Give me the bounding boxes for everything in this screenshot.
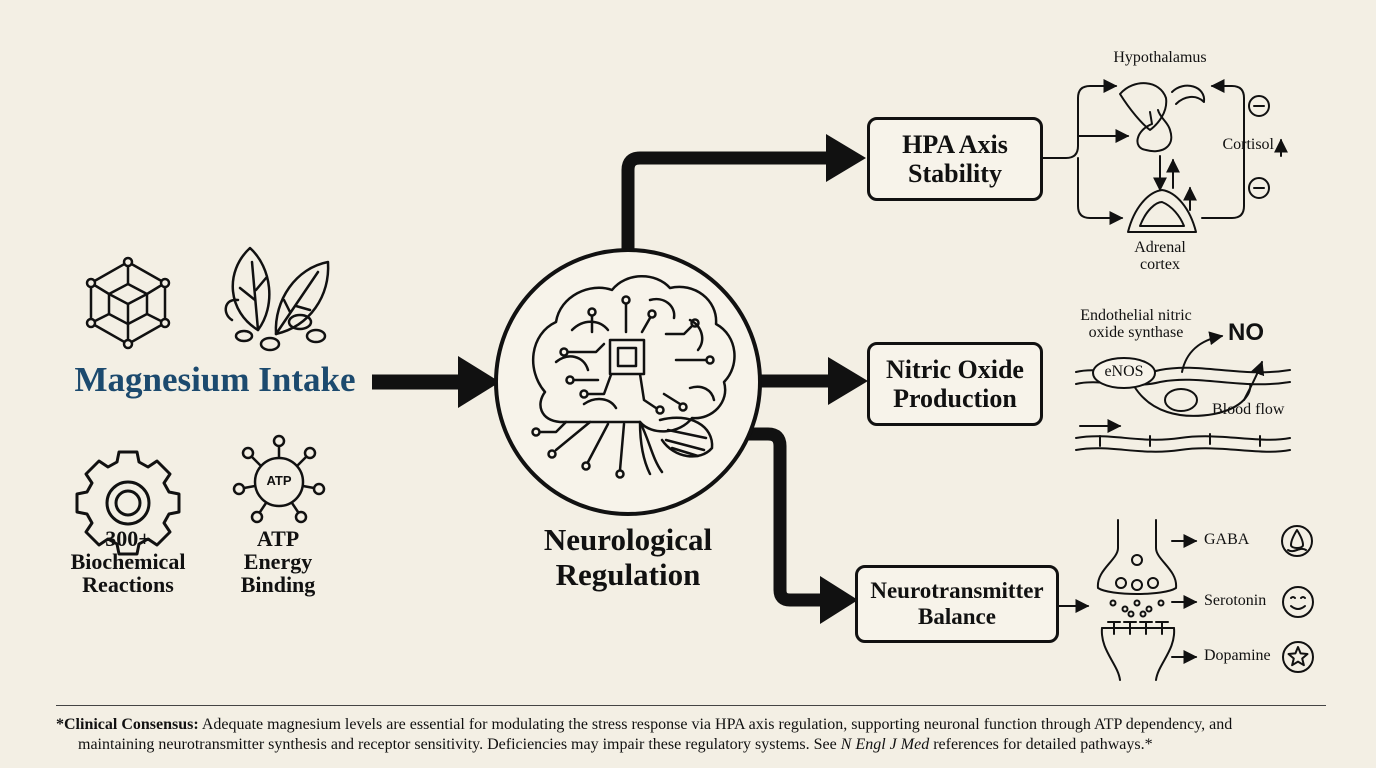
hypothalamus-shape xyxy=(1119,82,1168,131)
pituitary-shape xyxy=(1136,109,1173,153)
arrowhead-no xyxy=(828,357,868,405)
hpa-axis-box: HPA Axis Stability xyxy=(867,117,1043,201)
gaba-label: GABA xyxy=(1204,531,1250,548)
atp-energy-label: ATP Energy Binding xyxy=(218,527,338,596)
arrowhead-intake xyxy=(458,356,500,408)
serotonin-smile-icon xyxy=(1282,586,1314,618)
hpa-line-1: HPA Axis xyxy=(902,129,1008,159)
enos-label: eNOS xyxy=(1104,363,1144,380)
hpa-line-2: Stability xyxy=(908,159,1002,188)
enzyme-line-2: oxide synthase xyxy=(1088,323,1184,341)
footer-text-1: Adequate magnesium levels are essential … xyxy=(198,716,1233,733)
serotonin-label: Serotonin xyxy=(1204,592,1267,609)
cortisol-label: Cortisol xyxy=(1222,136,1274,153)
adrenal-shape xyxy=(1127,189,1197,233)
no-molecule-label: NO xyxy=(1228,319,1264,346)
atp-line-2: Energy xyxy=(243,549,313,575)
atp-line-1: ATP xyxy=(256,526,300,551)
gaba-droplet-icon xyxy=(1281,525,1313,557)
footer-journal: N Engl J Med xyxy=(840,736,930,754)
enos-oval xyxy=(1092,357,1156,389)
mineral-crystal-icon xyxy=(85,256,171,350)
arrowhead-nt xyxy=(820,576,858,624)
vessel-illustration xyxy=(1075,331,1291,453)
reactions-line-1: 300+ xyxy=(105,526,151,551)
center-line-2: Regulation xyxy=(555,556,701,592)
synapse-illustration xyxy=(1055,519,1314,681)
brain-circuit-icon xyxy=(494,248,762,516)
blood-flow-label: Blood flow xyxy=(1212,401,1285,418)
nt-line-1: Neurotransmitter xyxy=(870,578,1044,604)
gear-icon xyxy=(75,450,181,556)
enzyme-line-1: Endothelial nitric xyxy=(1080,307,1192,324)
arrow-center-to-nt xyxy=(746,427,824,607)
biochemical-reactions-label: 300+ Biochemical Reactions xyxy=(48,527,208,596)
footer-lead: *Clinical Consensus: xyxy=(56,716,199,733)
neurological-regulation-label: Neurological Regulation xyxy=(518,522,738,592)
footer-text-2a: maintaining neurotransmitter synthesis a… xyxy=(78,736,841,754)
dopamine-star-icon xyxy=(1282,641,1314,673)
leafy-greens-icon xyxy=(224,246,330,352)
atp-icon-text: ATP xyxy=(266,473,292,488)
footer-line-2: maintaining neurotransmitter synthesis a… xyxy=(56,735,1326,755)
nt-line-2: Balance xyxy=(918,604,996,629)
adrenal-line-2: cortex xyxy=(1140,255,1180,273)
clinical-consensus-footer: *Clinical Consensus: Adequate magnesium … xyxy=(56,705,1326,756)
reactions-line-2: Biochemical xyxy=(70,549,186,575)
no-line-2: Production xyxy=(893,384,1017,413)
center-line-1: Neurological xyxy=(543,522,713,557)
reactions-line-3: Reactions xyxy=(82,572,174,598)
magnesium-intake-title: Magnesium Intake xyxy=(74,360,356,399)
adrenal-line-1: Adrenal xyxy=(1134,239,1186,256)
no-line-1: Nitric Oxide xyxy=(886,354,1024,384)
footer-text-2b: references for detailed pathways.* xyxy=(929,736,1153,754)
atp-line-3: Binding xyxy=(240,572,316,598)
neurotransmitter-box: Neurotransmitter Balance xyxy=(855,565,1059,643)
atp-molecule-icon xyxy=(232,434,326,524)
hpa-illustration xyxy=(1041,79,1288,233)
enzyme-label: Endothelial nitric oxide synthase xyxy=(1068,307,1204,342)
main-arrows xyxy=(372,134,868,624)
dopamine-label: Dopamine xyxy=(1204,647,1271,664)
adrenal-cortex-label: Adrenal cortex xyxy=(1120,239,1200,274)
hypothalamus-label: Hypothalamus xyxy=(1113,49,1207,66)
arrowhead-hpa xyxy=(826,134,866,182)
nitric-oxide-box: Nitric Oxide Production xyxy=(867,342,1043,426)
arrow-center-to-hpa xyxy=(621,151,830,253)
